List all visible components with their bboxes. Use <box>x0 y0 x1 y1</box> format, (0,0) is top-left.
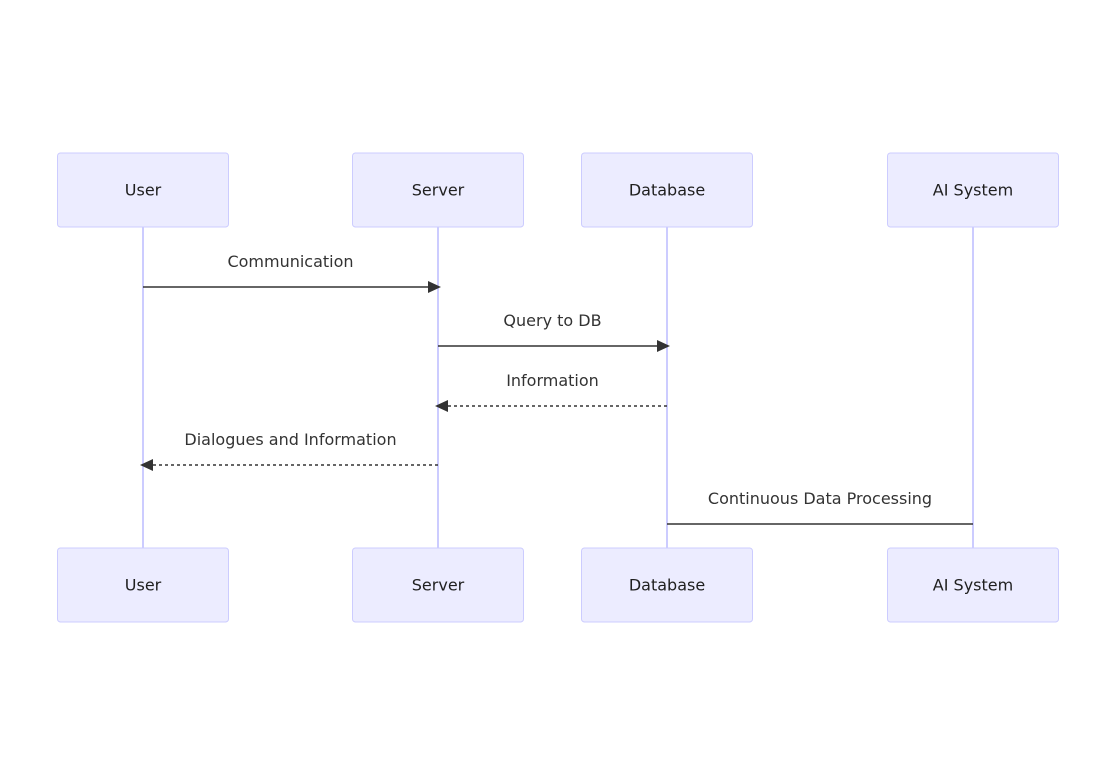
actors-top: User Server Database AI System <box>57 152 1059 228</box>
message-label: Dialogues and Information <box>184 430 396 449</box>
actor-label: User <box>125 181 162 200</box>
message-4: Dialogues and Information <box>140 430 438 471</box>
message-label: Information <box>506 371 599 390</box>
actor-box <box>352 152 524 228</box>
actor-label: Database <box>629 576 705 595</box>
actor-box <box>57 547 229 623</box>
actor-ai-top: AI System <box>887 152 1059 228</box>
actor-label: Database <box>629 181 705 200</box>
actor-box <box>57 152 229 228</box>
actor-label: AI System <box>933 576 1013 595</box>
actor-box <box>581 547 753 623</box>
arrowhead <box>657 340 670 352</box>
actor-database-top: Database <box>581 152 753 228</box>
actor-box <box>352 547 524 623</box>
actor-label: AI System <box>933 181 1013 200</box>
actor-server-bottom: Server <box>352 547 524 623</box>
actor-user-top: User <box>57 152 229 228</box>
actors-bottom: User Server Database AI System <box>57 547 1059 623</box>
message-label: Communication <box>227 252 353 271</box>
message-5: Continuous Data Processing <box>667 489 973 525</box>
arrowhead <box>140 459 153 471</box>
actor-user-bottom: User <box>57 547 229 623</box>
arrowhead <box>435 400 448 412</box>
message-1: Communication <box>143 252 441 293</box>
actor-box <box>581 152 753 228</box>
actor-label: Server <box>412 181 465 200</box>
message-label: Query to DB <box>503 311 601 330</box>
arrowhead <box>428 281 441 293</box>
actor-box <box>887 152 1059 228</box>
actor-label: Server <box>412 576 465 595</box>
actor-server-top: Server <box>352 152 524 228</box>
actor-box <box>887 547 1059 623</box>
message-3: Information <box>435 371 667 412</box>
message-2: Query to DB <box>438 311 670 352</box>
message-label: Continuous Data Processing <box>708 489 932 508</box>
actor-label: User <box>125 576 162 595</box>
lifelines <box>142 227 974 548</box>
actor-ai-bottom: AI System <box>887 547 1059 623</box>
actor-database-bottom: Database <box>581 547 753 623</box>
